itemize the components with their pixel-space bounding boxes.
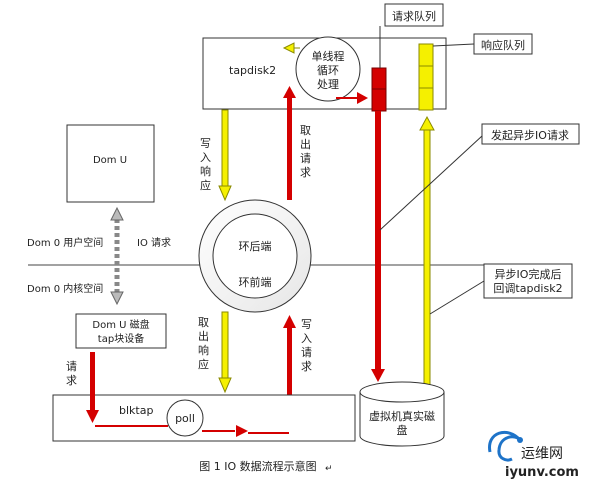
write-response-char-2: 入	[200, 151, 211, 164]
request-queue-cell-1	[371, 67, 387, 90]
io-request-label: IO 请求	[137, 236, 171, 249]
real-disk-top	[359, 381, 445, 403]
async-issue-callout	[481, 123, 580, 145]
ring-inner	[212, 213, 298, 299]
caption-return-mark: ↵	[325, 464, 333, 474]
real-disk-label-2: 盘	[397, 423, 408, 437]
write-response-shaft	[221, 109, 229, 187]
async-issue-head	[371, 369, 385, 382]
loop-to-queue-arrow	[357, 92, 368, 104]
poll-circle	[166, 399, 204, 437]
async-done-callout	[483, 263, 573, 299]
tapdisk2-label: tapdisk2	[229, 64, 276, 77]
dom0-user-label: Dom 0 用户空间	[27, 236, 103, 249]
domu-disk-label-1: Dom U 磁盘	[92, 318, 149, 331]
async-issue-label: 发起异步IO请求	[491, 128, 569, 142]
dom0-kernel-label: Dom 0 内核空间	[27, 282, 103, 295]
poll-label: poll	[175, 412, 195, 425]
response-queue-cell-1	[418, 43, 434, 67]
write-request-char-3: 请	[301, 346, 312, 359]
response-queue-cell-2	[418, 65, 434, 89]
async-issue-pointer	[379, 135, 483, 231]
fetch-response-char-1: 取	[198, 316, 209, 329]
response-queue-pointer	[432, 43, 475, 47]
write-response-char-4: 应	[200, 178, 211, 192]
write-response-head	[218, 185, 232, 202]
watermark-cn: 运维网	[521, 446, 563, 462]
poll-to-ring-head	[236, 425, 248, 437]
fetch-request-head	[283, 86, 296, 98]
request-queue-callout	[384, 3, 444, 27]
response-queue-label: 响应队列	[481, 38, 525, 52]
io-request-down-head	[110, 291, 124, 306]
fetch-request-char-3: 请	[300, 152, 311, 165]
request-queue-label: 请求队列	[392, 9, 436, 23]
fetch-response-head	[218, 377, 232, 394]
async-issue-shaft	[375, 111, 381, 369]
fetch-response-shaft	[221, 311, 229, 379]
fetch-request-char-2: 出	[300, 137, 311, 151]
request-down-shaft	[90, 352, 95, 410]
async-done-shaft	[423, 129, 431, 393]
fetch-request-shaft	[287, 98, 292, 200]
real-disk-body	[359, 392, 445, 447]
request-char-1: 请	[66, 360, 77, 373]
write-request-char-4: 求	[301, 360, 312, 373]
dom-u-label: Dom U	[93, 155, 127, 166]
domu-disk-label-2: tap块设备	[98, 332, 144, 345]
async-done-label-1: 异步IO完成后	[495, 267, 562, 281]
fetch-request-char-1: 取	[300, 124, 311, 137]
fetch-request-char-4: 求	[300, 166, 311, 179]
request-queue-cell-2	[371, 88, 387, 112]
loop-circle	[295, 36, 361, 102]
loop-entry-arrow	[282, 42, 295, 54]
watermark-en: iyunv.com	[505, 465, 579, 480]
async-done-head	[419, 115, 435, 131]
async-done-label-2: 回调tapdisk2	[493, 282, 562, 295]
figure-caption: 图 1 IO 数据流程示意图	[199, 459, 316, 473]
blktap-box	[52, 394, 356, 442]
request-char-2: 求	[66, 374, 77, 387]
loop-label-1: 单线程	[312, 49, 345, 63]
ring-back-label: 环后端	[239, 240, 272, 253]
write-request-head	[283, 315, 296, 328]
watermark-logo: 运维网 iyunv.com	[488, 430, 579, 480]
write-response-char-3: 响	[200, 165, 211, 178]
blktap-label: blktap	[119, 404, 153, 417]
real-disk-label-1: 虚拟机真实磁	[369, 409, 435, 423]
loop-label-2: 循环	[317, 64, 339, 77]
dom-u-box	[66, 124, 155, 203]
write-request-char-2: 入	[301, 332, 312, 345]
async-done-pointer	[429, 280, 485, 315]
fetch-response-char-2: 出	[198, 329, 209, 343]
write-request-shaft	[287, 328, 292, 434]
ring-front-label: 环前端	[239, 275, 272, 289]
io-request-up-head	[110, 206, 124, 221]
response-queue-cell-3	[418, 87, 434, 111]
request-down-head	[86, 410, 99, 423]
write-request-char-1: 写	[301, 318, 312, 331]
fetch-response-char-4: 应	[198, 357, 209, 371]
fetch-response-char-3: 响	[198, 344, 209, 357]
loop-label-3: 处理	[317, 78, 339, 91]
write-response-char-1: 写	[200, 137, 211, 150]
domu-disk-box	[75, 313, 167, 349]
